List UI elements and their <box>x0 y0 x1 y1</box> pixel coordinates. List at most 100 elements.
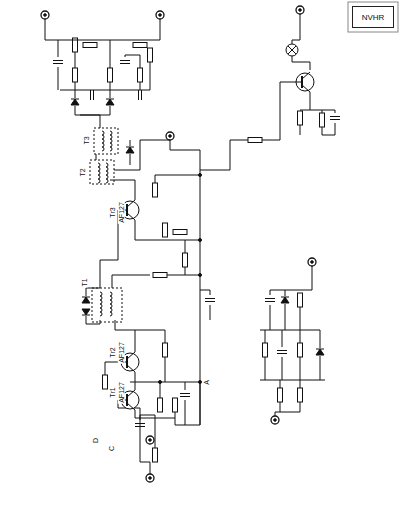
wire <box>300 357 301 380</box>
capacitor-symbol <box>179 393 191 397</box>
wire <box>75 82 76 90</box>
wire <box>300 92 310 110</box>
diode-symbol <box>106 99 114 105</box>
diode-symbol <box>126 147 134 153</box>
transformer-winding <box>106 163 108 183</box>
resistor-symbol <box>153 183 158 197</box>
wire <box>275 412 280 416</box>
wire <box>200 150 201 425</box>
wire <box>200 82 293 170</box>
wire <box>260 330 320 331</box>
wire <box>288 46 296 54</box>
wire <box>292 40 300 44</box>
wire <box>285 290 286 296</box>
transformer-can <box>94 128 118 154</box>
wire <box>170 140 200 150</box>
resistor-symbol <box>163 223 168 237</box>
resistor-symbol <box>103 375 108 389</box>
wire <box>320 330 321 348</box>
wire <box>114 140 170 170</box>
resistor-symbol <box>173 230 187 235</box>
wire <box>210 305 211 320</box>
diode-symbol <box>316 349 324 355</box>
terminal <box>41 11 49 19</box>
stamp-text: NVHR <box>362 13 393 22</box>
wire <box>270 290 300 295</box>
stamp-box: NVHR <box>352 6 394 28</box>
wire <box>280 402 300 412</box>
wire <box>112 275 150 288</box>
wire <box>75 52 76 68</box>
wire <box>80 115 100 128</box>
wire <box>125 55 140 68</box>
wire <box>300 266 312 290</box>
diode-symbol <box>281 297 289 303</box>
wire <box>310 110 322 113</box>
wire <box>282 330 283 347</box>
wire <box>140 82 141 90</box>
wire <box>58 67 59 90</box>
resistor-symbol <box>298 111 303 125</box>
transformer-can <box>90 160 114 184</box>
resistor-symbol <box>153 448 158 462</box>
wire <box>110 180 135 200</box>
wire <box>265 357 266 380</box>
resistor-symbol <box>263 343 268 357</box>
wire <box>45 19 58 40</box>
wire <box>86 316 100 324</box>
terminal <box>271 416 279 424</box>
wire <box>175 382 200 425</box>
wire <box>110 82 111 90</box>
wire <box>300 330 301 343</box>
transformer-label: T1 <box>80 277 87 287</box>
wire <box>86 288 100 296</box>
diode-symbol <box>71 99 79 105</box>
node-label: A <box>202 379 209 386</box>
resistor-symbol <box>158 398 163 412</box>
wire <box>167 275 200 276</box>
wire <box>160 19 161 40</box>
wire <box>110 90 111 98</box>
wire <box>285 304 286 330</box>
resistor-symbol <box>73 68 78 82</box>
wire <box>280 380 281 388</box>
wire <box>300 380 301 388</box>
wire <box>105 362 118 375</box>
note-letter: C <box>109 444 116 451</box>
resistor-symbol <box>138 68 143 82</box>
transistor-label: Tr3 <box>109 206 116 218</box>
resistor-symbol <box>320 113 325 127</box>
resistor-symbol <box>173 398 178 412</box>
resistor-symbol <box>163 343 168 357</box>
resistor-symbol <box>133 43 147 48</box>
wire <box>140 415 155 448</box>
resistor-symbol <box>278 388 283 402</box>
wire <box>300 14 301 40</box>
wire <box>135 372 136 390</box>
wire <box>135 410 175 418</box>
wire <box>100 210 118 288</box>
wire <box>185 267 186 275</box>
wire <box>80 106 110 115</box>
wire <box>130 140 131 146</box>
terminal <box>308 258 316 266</box>
transformer-winding <box>98 163 100 183</box>
wire <box>110 40 111 68</box>
capacitor-symbol <box>90 89 94 101</box>
capacitor-symbol <box>276 350 288 354</box>
wire <box>300 307 301 330</box>
transformer-can <box>92 288 122 322</box>
capacitor-symbol <box>138 89 142 101</box>
resistor-symbol <box>298 293 303 307</box>
wire <box>60 90 150 91</box>
note-letter: D <box>93 436 100 443</box>
wire <box>140 430 150 474</box>
wire <box>150 62 151 90</box>
part-number: AF127 <box>118 201 125 224</box>
wire <box>75 106 80 115</box>
terminal <box>296 6 304 14</box>
wire <box>155 175 200 183</box>
transformer-winding <box>110 131 112 151</box>
wire <box>322 123 335 135</box>
